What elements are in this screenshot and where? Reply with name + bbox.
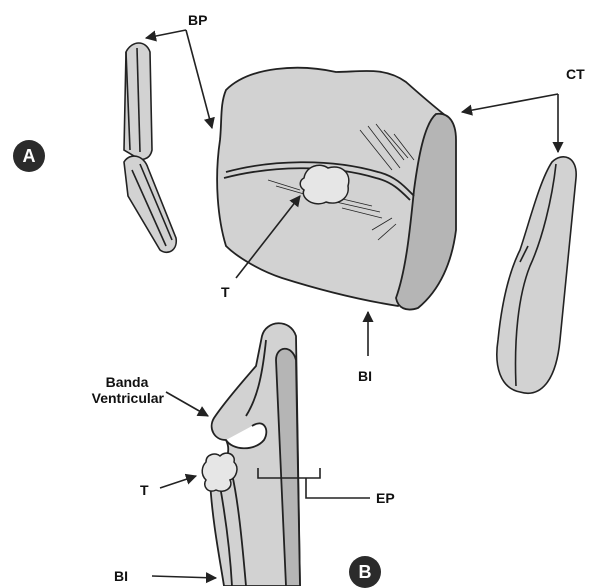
label-bi-bottom: BI	[114, 568, 128, 584]
bp-fragment	[124, 43, 176, 252]
panel-a-badge: A	[13, 140, 45, 172]
label-t-bottom: T	[140, 482, 149, 498]
tumor-top	[300, 165, 349, 204]
label-bi-top: BI	[358, 368, 372, 384]
label-banda-line1: Banda	[72, 374, 164, 390]
panel-b-badge: B	[349, 556, 381, 588]
label-t-top: T	[221, 284, 230, 300]
label-ep: EP	[376, 490, 395, 506]
label-banda-line2: Ventricular	[72, 390, 164, 406]
label-bp: BP	[188, 12, 207, 28]
label-ct: CT	[566, 66, 585, 82]
label-banda-ventricular: Banda Ventricular	[72, 374, 164, 406]
ct-fragment	[497, 157, 576, 393]
